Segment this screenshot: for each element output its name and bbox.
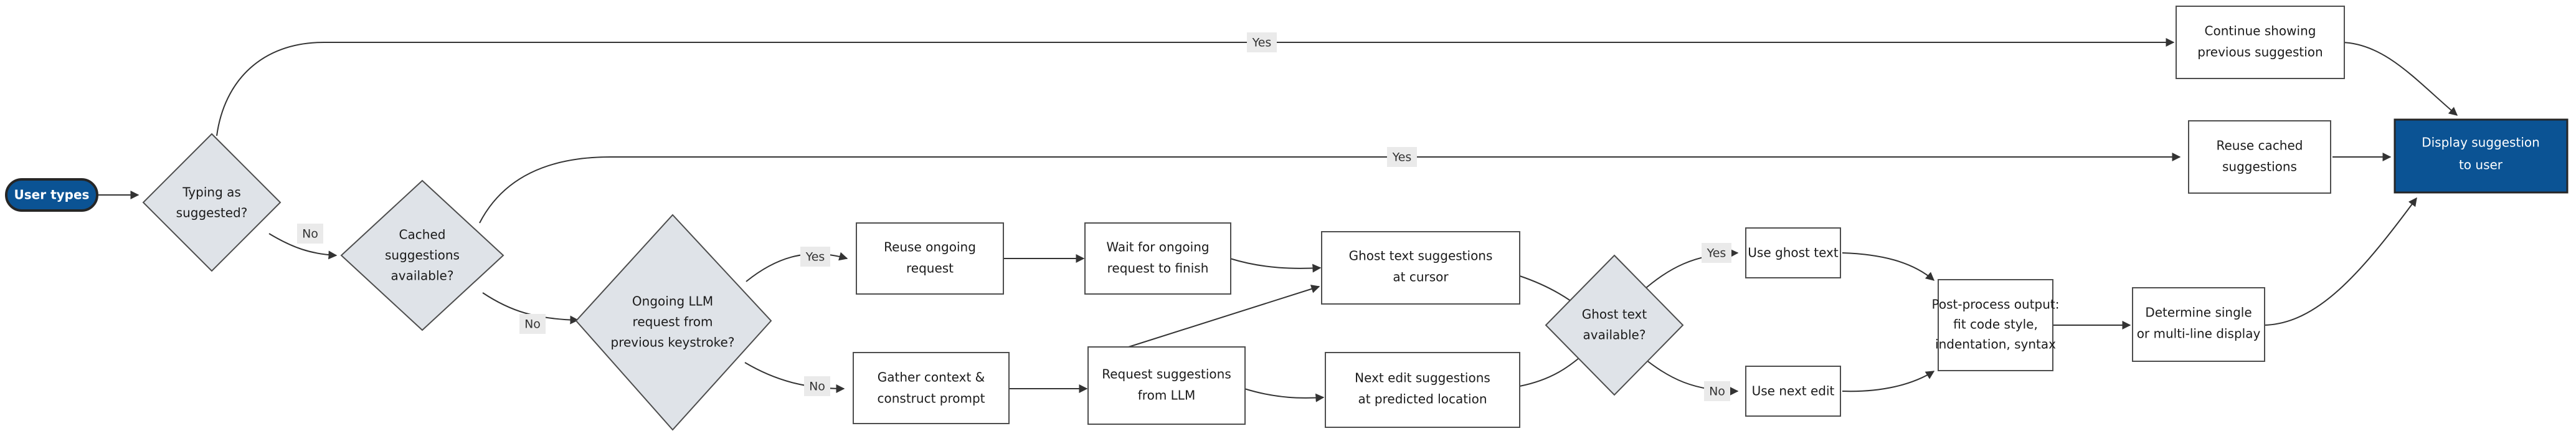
node-determine-display-line1: Determine single <box>2145 305 2252 320</box>
node-request-llm-line2: from LLM <box>1138 388 1195 403</box>
node-next-edit-line2: at predicted location <box>1358 392 1487 407</box>
node-use-next-edit-label: Use next edit <box>1752 384 1835 399</box>
edge-label-ongoing-yes-text: Yes <box>805 250 825 264</box>
edge-determine-display-to-display-suggestion <box>2263 197 2417 326</box>
edge-cached-no-to-ongoing <box>482 292 579 325</box>
node-gather-context-line2: construct prompt <box>878 391 985 406</box>
node-post-process-line3: indentation, syntax <box>1935 337 2056 352</box>
edge-label-ghost-yes-text: Yes <box>1707 247 1726 260</box>
edge-ongoing-yes-to-reuse-ongoing <box>746 252 848 282</box>
node-ghost-text-cursor-line1: Ghost text suggestions <box>1349 249 1493 263</box>
node-reuse-cached-line2: suggestions <box>2222 159 2297 174</box>
node-ghost-text-at-cursor[interactable]: Ghost text suggestions at cursor <box>1321 231 1520 305</box>
node-cached-line3: available? <box>391 268 454 283</box>
node-ongoing-line1: Ongoing LLM <box>632 294 713 309</box>
node-typing-as-suggested-line2: suggested? <box>176 206 248 220</box>
edge-request-llm-to-ghost-text-cursor <box>1128 285 1320 348</box>
node-user-types[interactable]: User types <box>5 178 98 212</box>
edge-label-ongoing-no: No <box>804 376 830 396</box>
edge-use-ghost-text-to-post-process <box>1842 252 1935 281</box>
node-continue-showing-line2: previous suggestion <box>2197 45 2323 60</box>
node-reuse-ongoing-request[interactable]: Reuse ongoing request <box>856 222 1004 295</box>
node-cached-line1: Cached <box>399 227 446 242</box>
node-cached-line2: suggestions <box>385 248 460 263</box>
edge-label-cached-no: No <box>519 314 546 334</box>
node-display-suggestion-line2: to user <box>2459 158 2503 173</box>
node-post-process-line1: Post-process output: <box>1932 297 2060 312</box>
node-typing-as-suggested[interactable]: Typing as suggested? <box>142 133 282 272</box>
node-display-suggestion[interactable]: Display suggestion to user <box>2394 118 2569 194</box>
node-request-suggestions-llm[interactable]: Request suggestions from LLM <box>1087 346 1246 425</box>
edge-continue-showing-to-display-suggestion <box>2341 42 2458 116</box>
node-ongoing-line2: request from <box>633 315 713 330</box>
node-ghost-available-line1: Ghost text <box>1582 307 1647 322</box>
node-wait-line1: Wait for ongoing <box>1106 240 1209 255</box>
edge-label-typing-no-text: No <box>302 227 318 241</box>
edge-request-llm-to-next-edit <box>1244 388 1325 402</box>
node-continue-showing-line1: Continue showing <box>2205 24 2316 39</box>
edge-cached-yes-to-reuse-cached <box>479 153 2181 224</box>
node-wait-for-ongoing-request[interactable]: Wait for ongoing request to finish <box>1084 222 1231 295</box>
edge-label-cached-no-text: No <box>524 318 541 331</box>
node-user-types-label: User types <box>14 187 90 202</box>
node-reuse-ongoing-line1: Reuse ongoing <box>884 240 976 255</box>
node-reuse-ongoing-line2: request <box>906 261 954 276</box>
node-use-ghost-text[interactable]: Use ghost text <box>1745 227 1841 278</box>
edge-typing-no-to-cached <box>268 233 338 260</box>
node-next-edit-line1: Next edit suggestions <box>1355 371 1490 386</box>
edge-label-ghost-no-text: No <box>1709 385 1725 399</box>
node-reuse-cached-suggestions[interactable]: Reuse cached suggestions <box>2188 120 2331 194</box>
edge-label-cached-yes-text: Yes <box>1392 151 1412 164</box>
node-ghost-text-available[interactable]: Ghost text available? <box>1545 254 1684 396</box>
edge-label-ongoing-yes: Yes <box>800 247 830 267</box>
node-determine-display-line2: or multi-line display <box>2137 326 2261 341</box>
edge-typing-yes-to-continue-showing <box>216 38 2175 136</box>
node-continue-showing-previous[interactable]: Continue showing previous suggestion <box>2176 6 2345 79</box>
edge-label-ghost-yes: Yes <box>1702 243 1731 263</box>
edge-label-cached-yes: Yes <box>1387 147 1417 167</box>
node-ghost-available-line2: available? <box>1583 328 1646 343</box>
node-determine-display-mode[interactable]: Determine single or multi-line display <box>2132 287 2265 362</box>
node-ongoing-line3: previous keystroke? <box>611 335 735 350</box>
edge-label-typing-yes-text: Yes <box>1252 36 1272 50</box>
edge-wait-to-ghost-text-cursor <box>1229 258 1322 273</box>
edge-use-next-edit-to-post-process <box>1842 371 1935 392</box>
node-ghost-text-cursor-line2: at cursor <box>1393 270 1449 285</box>
node-gather-context[interactable]: Gather context & construct prompt <box>853 352 1010 424</box>
node-post-process-output[interactable]: Post-process output: fit code style, ind… <box>1932 279 2060 371</box>
node-gather-context-line1: Gather context & <box>878 370 985 385</box>
edge-label-ongoing-no-text: No <box>809 380 825 394</box>
edge-ongoing-no-to-gather-context <box>744 362 845 393</box>
node-wait-line2: request to finish <box>1107 261 1209 276</box>
node-post-process-line2: fit code style, <box>1953 317 2038 332</box>
edge-label-typing-no: No <box>297 224 323 244</box>
edge-label-ghost-no: No <box>1704 381 1730 401</box>
node-display-suggestion-line1: Display suggestion <box>2422 135 2540 150</box>
node-next-edit-at-predicted[interactable]: Next edit suggestions at predicted locat… <box>1325 352 1520 428</box>
node-reuse-cached-line1: Reuse cached <box>2217 138 2303 153</box>
node-use-next-edit[interactable]: Use next edit <box>1745 366 1841 417</box>
node-typing-as-suggested-line1: Typing as <box>182 185 241 200</box>
node-ongoing-llm-request[interactable]: Ongoing LLM request from previous keystr… <box>575 214 772 431</box>
node-request-llm-line1: Request suggestions <box>1102 367 1231 382</box>
edge-label-typing-yes: Yes <box>1247 32 1277 52</box>
node-use-ghost-text-label: Use ghost text <box>1748 245 1839 260</box>
node-cached-suggestions-available[interactable]: Cached suggestions available? <box>340 179 504 331</box>
